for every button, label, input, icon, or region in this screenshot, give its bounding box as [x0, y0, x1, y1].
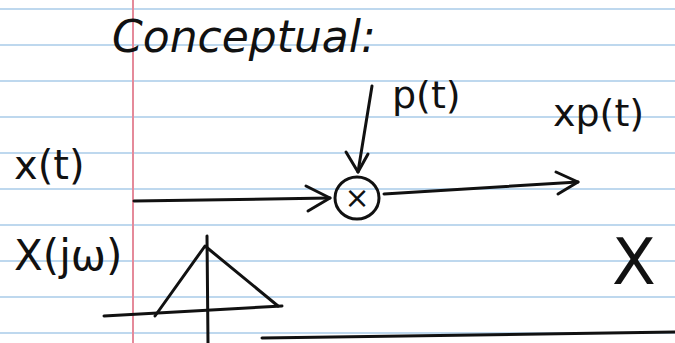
amplitude-axis — [207, 236, 208, 343]
ruled-lines — [0, 9, 675, 333]
arrow-head — [556, 172, 578, 194]
arrow-head — [306, 186, 330, 211]
triangle-spectrum — [155, 246, 278, 316]
heading: Conceptual: — [112, 12, 376, 63]
input-arrow — [134, 198, 330, 201]
frequency-axis — [262, 332, 675, 338]
multiplier-circle: × — [333, 174, 381, 222]
signal-label: p(t) — [392, 74, 461, 118]
output-arrow — [384, 182, 578, 194]
signal-label: xp(t) — [553, 92, 644, 136]
signal-label: X(jω) — [14, 232, 122, 280]
arrow-head — [346, 152, 368, 172]
multiply-sign: × — [333, 174, 381, 222]
signal-label: x(t) — [14, 142, 85, 188]
signal-label: X — [612, 226, 656, 300]
frequency-axis — [104, 306, 282, 316]
